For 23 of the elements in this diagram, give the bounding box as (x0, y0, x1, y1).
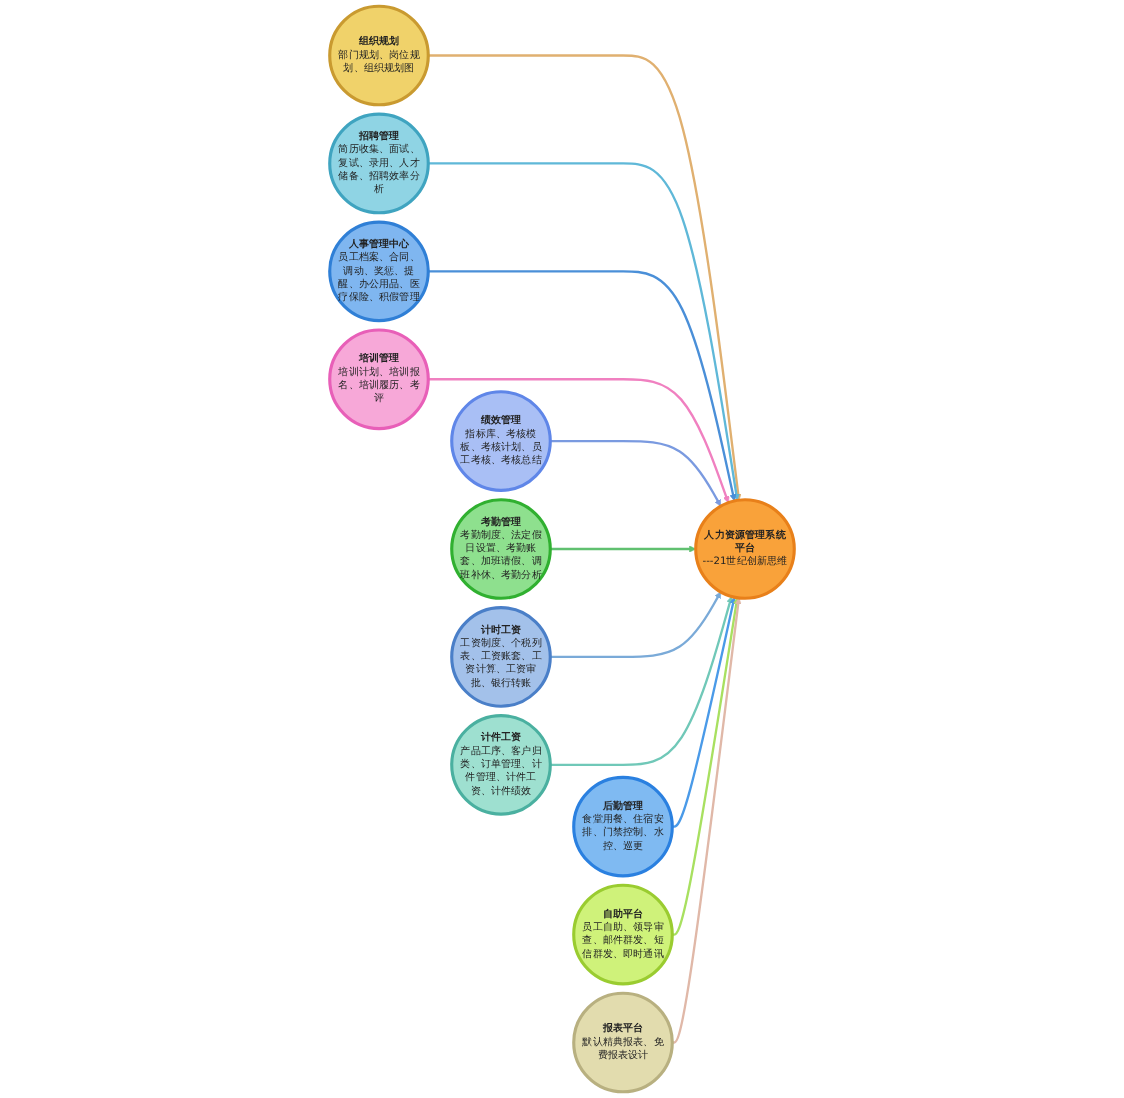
node-circle (328, 4, 430, 107)
arrow (550, 439, 722, 507)
arrow (550, 596, 734, 767)
arrow (550, 545, 697, 553)
arrow (672, 596, 737, 828)
arrow (671, 597, 742, 1044)
node-circle (328, 328, 430, 431)
arrow (672, 597, 740, 936)
node-circle (328, 220, 430, 323)
node-circle (572, 991, 674, 1094)
arrow (550, 591, 722, 659)
arrow (428, 270, 737, 502)
node-circle (450, 498, 552, 600)
arrow (428, 378, 730, 503)
node-circle (450, 390, 552, 492)
node-circle (450, 606, 552, 708)
node-circle (572, 883, 674, 986)
arrow (428, 162, 740, 501)
node-circle (572, 775, 674, 878)
node-circle (328, 112, 430, 215)
node-circle (694, 498, 796, 600)
arrow (428, 54, 742, 501)
node-circle (450, 714, 552, 816)
